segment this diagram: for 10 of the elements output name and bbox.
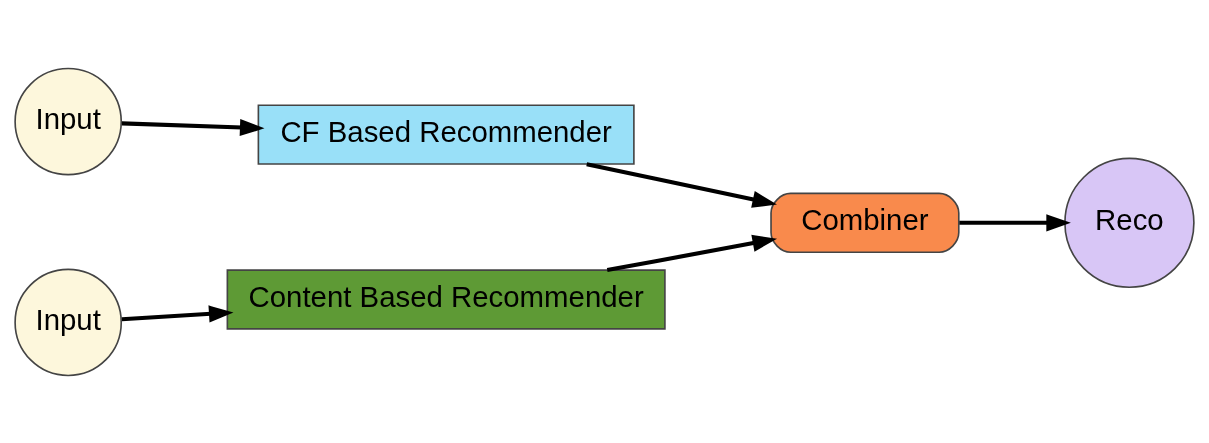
node-box: Combiner	[770, 192, 960, 253]
arrow	[959, 213, 1071, 231]
arrow	[121, 118, 265, 136]
node-circle: Input	[14, 67, 123, 175]
arrow	[606, 234, 778, 272]
node-box: CF Based Recommender	[257, 103, 635, 165]
arrow	[121, 304, 234, 322]
node-box: Content Based Recommender	[226, 268, 666, 330]
node-circle: Input	[14, 268, 123, 376]
node-circle: Reco	[1064, 157, 1195, 288]
